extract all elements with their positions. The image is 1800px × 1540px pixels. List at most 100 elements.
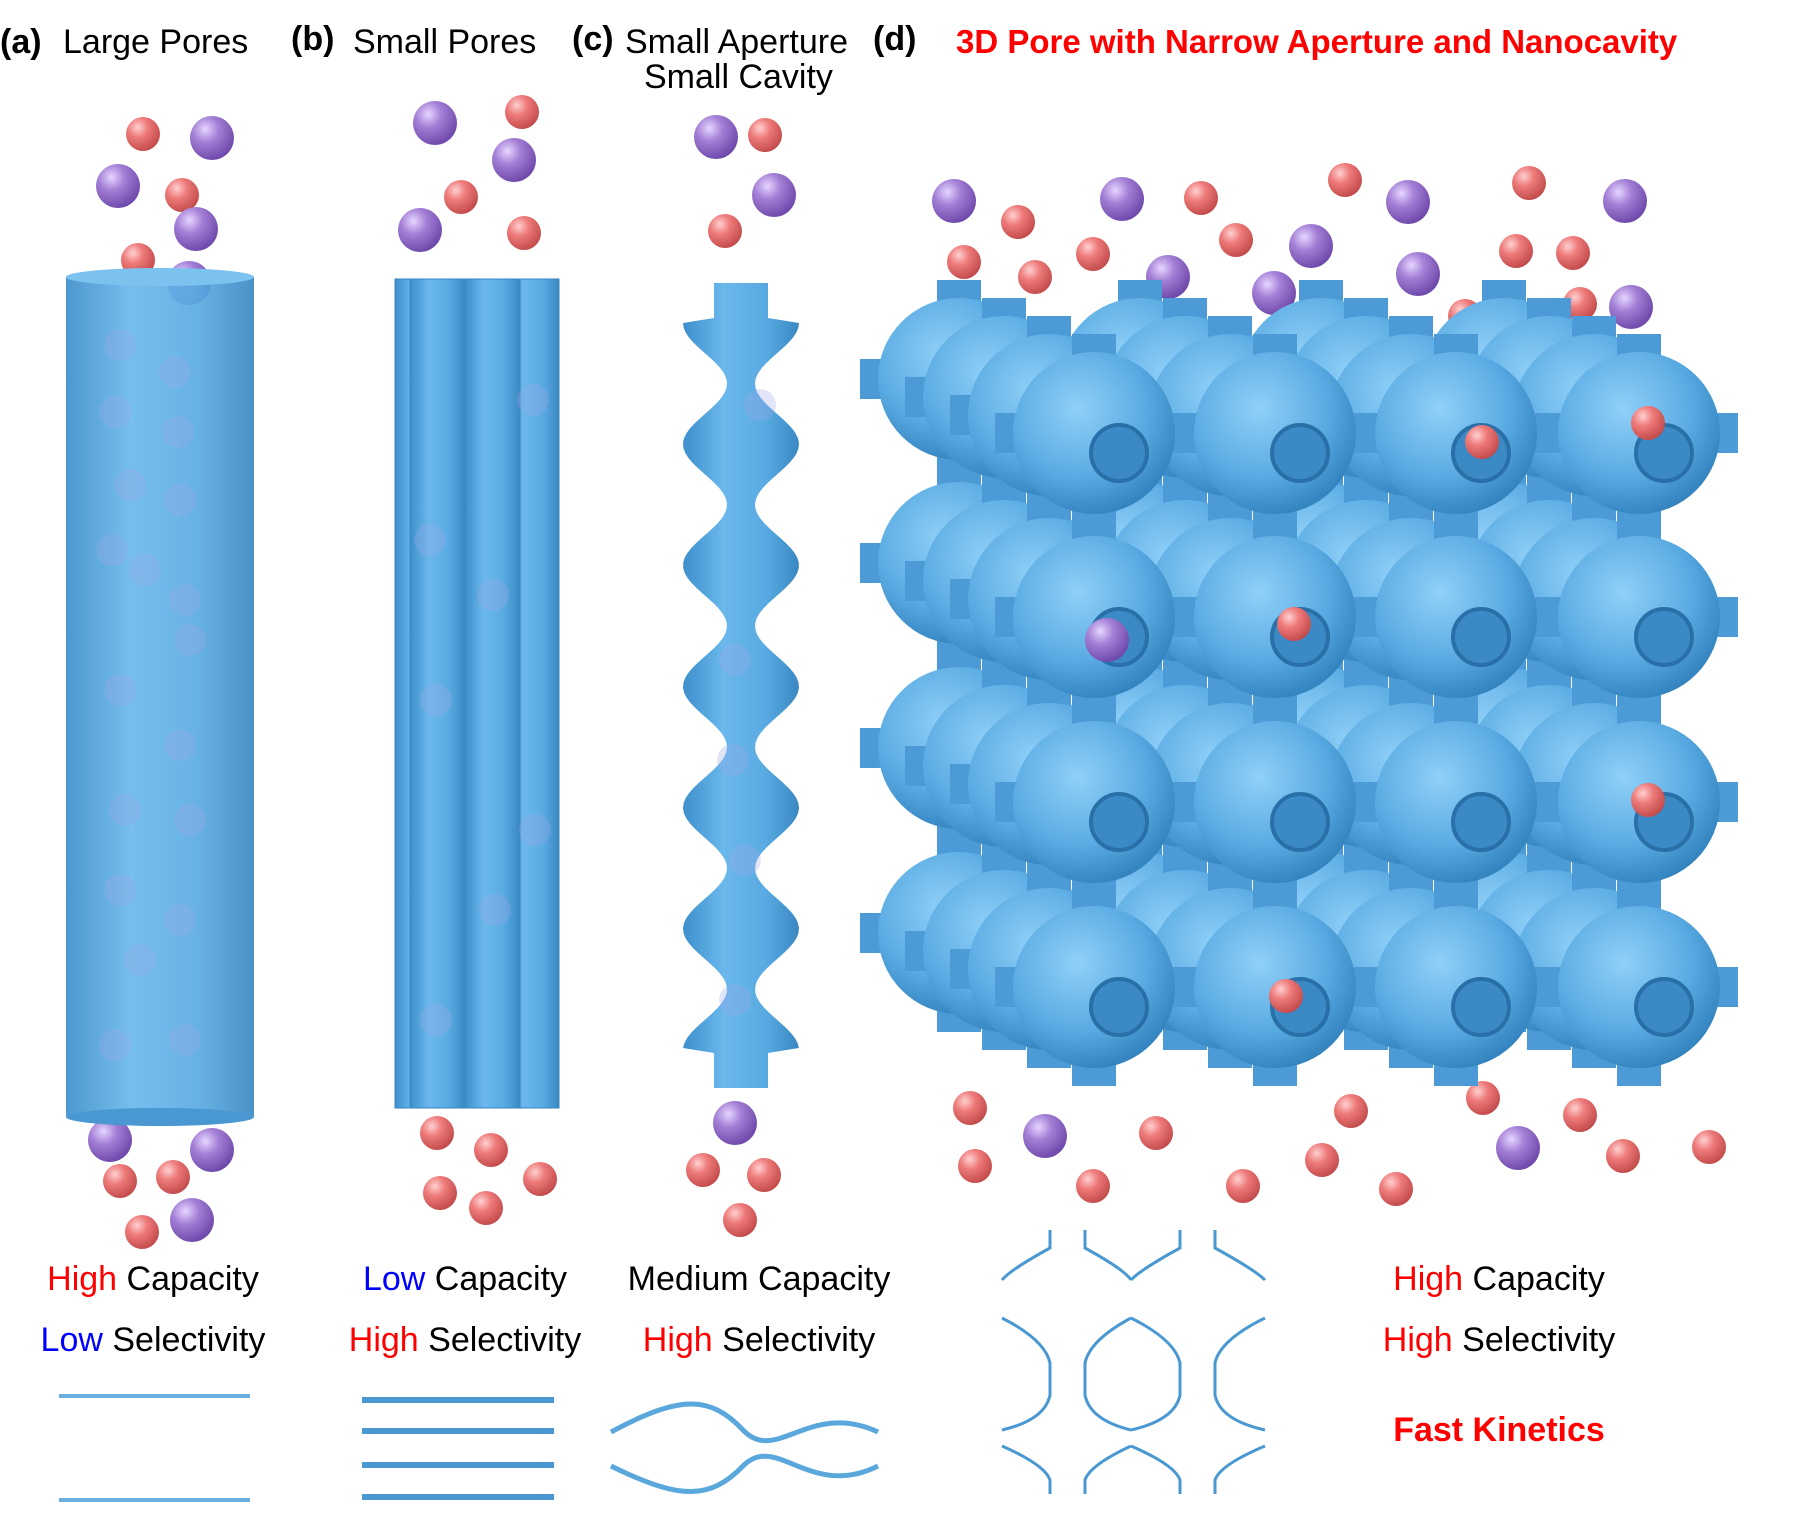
pore-wall-segment — [1129, 1230, 1182, 1282]
pore-nanocavity — [1357, 334, 1555, 532]
red-molecule — [125, 1215, 159, 1249]
red-molecule — [1512, 166, 1546, 200]
confined-molecule — [114, 469, 146, 501]
aperture — [1089, 423, 1149, 483]
aperture — [1451, 607, 1511, 667]
red-molecule — [1606, 1139, 1640, 1173]
red-molecule — [708, 214, 742, 248]
pore-wall-segment — [1130, 1444, 1182, 1494]
red-molecule — [1465, 425, 1499, 459]
red-molecule — [165, 178, 199, 212]
selectivity-word: Selectivity — [428, 1321, 582, 1359]
red-molecule — [1334, 1094, 1368, 1128]
pore-nanocavity — [1176, 518, 1374, 716]
confined-molecule — [159, 356, 191, 388]
red-molecule — [1631, 406, 1665, 440]
red-molecule — [103, 1164, 137, 1198]
pore-nanocavity — [1357, 888, 1555, 1086]
aperture — [1270, 423, 1330, 483]
purple-molecule — [96, 164, 140, 208]
aperture — [1451, 792, 1511, 852]
pore-tube — [464, 278, 521, 1109]
panel-d-capacity: High Capacity — [1393, 1262, 1605, 1296]
pore-nanocavity — [995, 703, 1193, 901]
panel-b-capacity: Low Capacity — [363, 1262, 567, 1296]
red-molecule — [523, 1162, 557, 1196]
confined-molecule — [124, 944, 156, 976]
pore-wall-segment — [1001, 1316, 1052, 1432]
panel-a-selectivity: Low Selectivity — [41, 1323, 266, 1357]
aperture — [1451, 977, 1511, 1037]
panel-c-label: (c) — [572, 20, 614, 58]
purple-molecule — [1386, 180, 1430, 224]
pore-nanocavity — [1357, 703, 1555, 901]
red-molecule — [1226, 1169, 1260, 1203]
red-molecule — [1379, 1172, 1413, 1206]
confined-molecule — [719, 984, 751, 1016]
pore-nanocavity — [995, 518, 1193, 716]
red-molecule — [1556, 236, 1590, 270]
panel-d-title: 3D Pore with Narrow Aperture and Nanocav… — [956, 23, 1678, 60]
selectivity-level: Low — [40, 1321, 103, 1359]
confined-molecule — [420, 1004, 452, 1036]
confined-molecule — [174, 804, 206, 836]
pore-wall-segment — [1083, 1230, 1133, 1281]
capacity-word: Capacity — [1472, 1260, 1605, 1298]
red-molecule — [1631, 783, 1665, 817]
panel-d-label: (d) — [873, 20, 917, 58]
pore-tube — [409, 278, 466, 1109]
red-molecule — [953, 1091, 987, 1125]
panel-c-capacity: Medium Capacity — [627, 1260, 891, 1298]
3d-pore-lattice — [860, 280, 1738, 1086]
red-molecule — [723, 1203, 757, 1237]
confined-molecule — [479, 894, 511, 926]
selectivity-level: High — [1382, 1321, 1453, 1359]
capacity-level: High — [1393, 1260, 1464, 1298]
aperture — [1089, 977, 1149, 1037]
confined-molecule — [169, 584, 201, 616]
purple-molecule — [1023, 1114, 1067, 1158]
red-molecule — [1018, 260, 1052, 294]
selectivity-word: Selectivity — [112, 1321, 266, 1359]
purple-molecule — [170, 1198, 214, 1242]
confined-molecule — [104, 674, 136, 706]
confined-molecule — [719, 644, 751, 676]
purple-molecule — [1496, 1126, 1540, 1170]
panel-b-title: Small Pores — [353, 23, 537, 61]
red-molecule — [474, 1133, 508, 1167]
aperture-cavity-schematic — [609, 1401, 880, 1494]
pore-wall-segment — [1130, 1316, 1182, 1432]
small-pore-schematic — [362, 1397, 554, 1500]
selectivity-level: High — [642, 1321, 713, 1359]
red-molecule — [686, 1153, 720, 1187]
capacity-word: Capacity — [434, 1260, 568, 1298]
red-molecule — [958, 1149, 992, 1183]
red-molecule — [1076, 237, 1110, 271]
purple-molecule — [694, 115, 738, 159]
purple-molecule — [413, 101, 457, 145]
panel-a-label: (a) — [0, 23, 42, 61]
red-molecule — [444, 180, 478, 214]
red-molecule — [126, 117, 160, 151]
molecules-front-layer — [96, 329, 1665, 1061]
confined-molecule — [420, 684, 452, 716]
pore-wall-segment — [1213, 1230, 1267, 1282]
purple-molecule — [88, 1118, 132, 1162]
red-molecule — [507, 216, 541, 250]
confined-molecule — [519, 814, 551, 846]
red-molecule — [747, 1158, 781, 1192]
panel-b-selectivity: High Selectivity — [349, 1323, 581, 1357]
3d-pore-schematic — [1000, 1230, 1267, 1494]
pore-nanocavity — [1176, 703, 1374, 901]
confined-molecule — [477, 579, 509, 611]
red-molecule — [1076, 1169, 1110, 1203]
purple-molecule — [932, 179, 976, 223]
purple-molecule — [1603, 179, 1647, 223]
pore-nanocavity — [995, 334, 1193, 532]
confined-molecule — [164, 484, 196, 516]
capacity-level: High — [47, 1260, 118, 1298]
large-pore-schematic — [59, 1394, 250, 1502]
red-molecule — [1219, 223, 1253, 257]
pore-wall-segment — [1213, 1444, 1266, 1494]
